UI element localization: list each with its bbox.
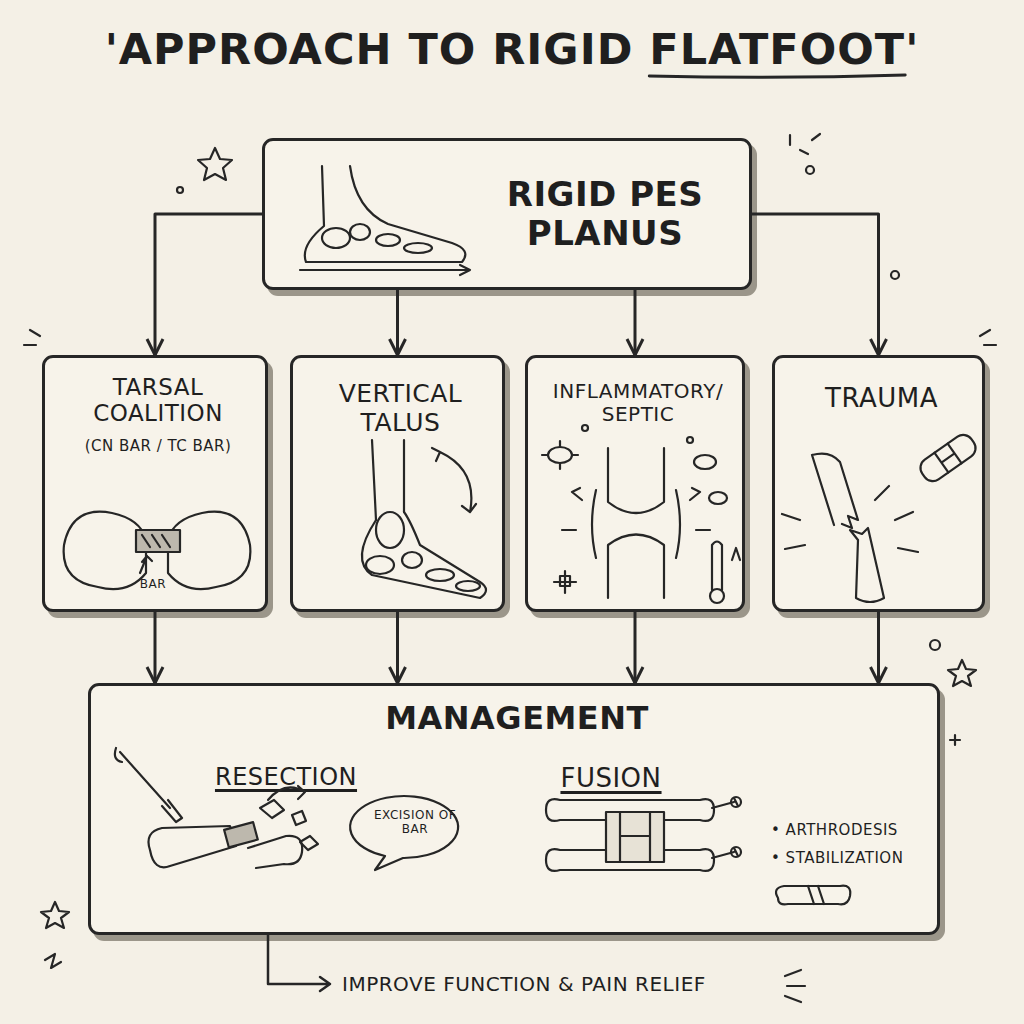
flow-arrow bbox=[154, 612, 157, 683]
flow-arrow bbox=[155, 214, 262, 355]
cause-box: TRAUMA bbox=[772, 355, 985, 612]
cause-heading: VERTICAL TALUS bbox=[301, 380, 500, 438]
root-box: RIGID PES PLANUS bbox=[262, 138, 752, 290]
flow-arrow bbox=[396, 612, 399, 683]
cause-heading: TARSAL COALITION bbox=[51, 374, 265, 427]
flow-arrow bbox=[752, 214, 879, 355]
outcome-note: IMPROVE FUNCTION & PAIN RELIEF bbox=[342, 972, 706, 996]
flow-arrow bbox=[396, 290, 399, 355]
coalition-sketch bbox=[64, 512, 251, 589]
cause-box: INFLAMMATORY/ SEPTIC bbox=[525, 355, 745, 612]
flow-arrow bbox=[634, 290, 637, 355]
option-heading: RESECTION bbox=[191, 764, 381, 792]
management-heading: MANAGEMENT bbox=[91, 700, 943, 737]
outcome-arrow bbox=[268, 935, 330, 991]
flow-arrow bbox=[877, 612, 880, 683]
management-box: MANAGEMENTRESECTIONFUSION• ARTHRODESIS• … bbox=[88, 683, 940, 935]
bullet-item: • ARTHRODESIS bbox=[771, 822, 951, 839]
cause-subheading: (CN BAR / TC BAR) bbox=[49, 438, 267, 455]
bullet-item: • STABILIZATION bbox=[771, 850, 951, 867]
decor-stars bbox=[24, 134, 996, 968]
option-heading: FUSION bbox=[541, 764, 681, 794]
joint-sketch bbox=[542, 425, 740, 603]
speech-bubble: EXCISION OF BAR bbox=[359, 792, 471, 860]
diagram-title: 'APPROACH TO RIGID FLATFOOT' bbox=[0, 24, 1024, 74]
cause-box: VERTICAL TALUS bbox=[290, 355, 505, 612]
cause-heading: TRAUMA bbox=[783, 384, 980, 414]
resection-sketch bbox=[115, 748, 318, 868]
flow-arrow bbox=[634, 612, 637, 683]
vertical-talus-sketch bbox=[362, 440, 486, 598]
title-underline bbox=[649, 75, 905, 77]
node-title: RIGID PES PLANUS bbox=[470, 175, 740, 253]
fracture-sketch bbox=[782, 431, 979, 602]
part-label: BAR bbox=[123, 578, 183, 592]
bubble-text: EXCISION OF BAR bbox=[369, 809, 461, 837]
foot-sketch bbox=[300, 166, 470, 275]
sparkle-lines bbox=[785, 970, 805, 1002]
cause-box: TARSAL COALITION (CN BAR / TC BAR) BAR bbox=[42, 355, 268, 612]
cause-heading: INFLAMMATORY/ SEPTIC bbox=[531, 380, 745, 426]
fusion-sketch bbox=[546, 797, 850, 904]
